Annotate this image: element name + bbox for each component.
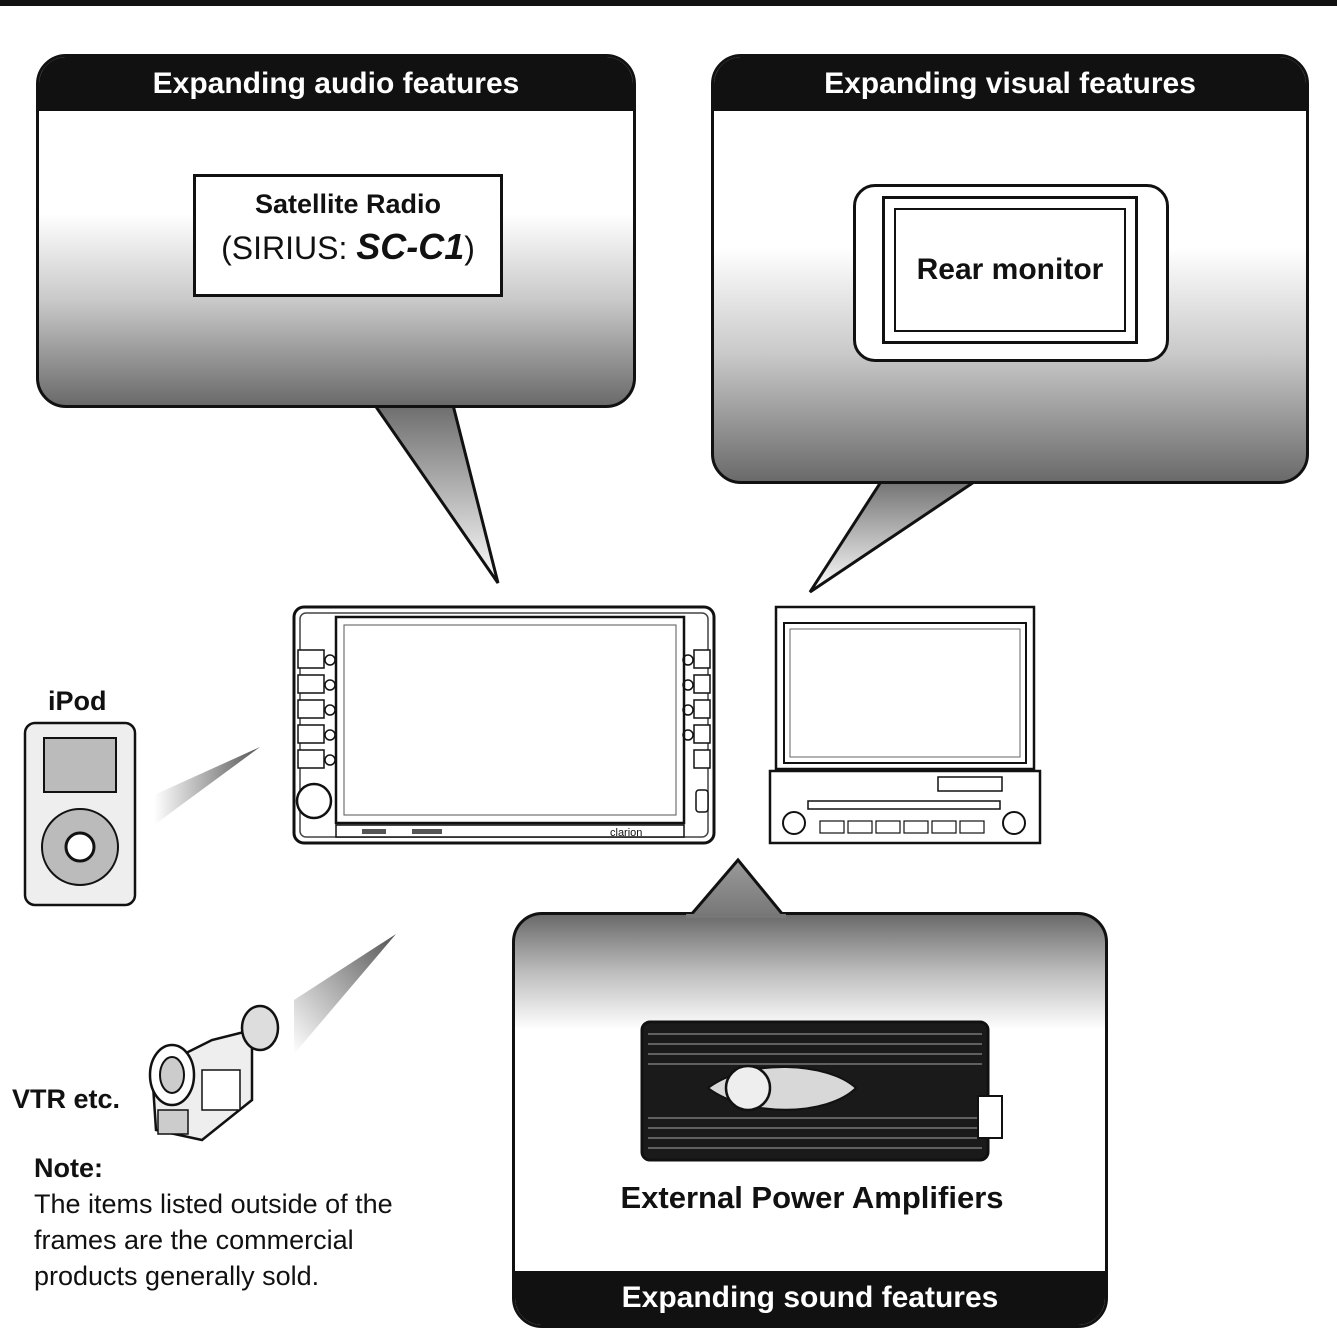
note-line: frames are the commercial [34,1225,354,1255]
rear-monitor-device: Rear monitor [853,184,1169,362]
satellite-radio-box: Satellite Radio (SIRIUS: SC-C1) [193,174,503,297]
note-line: The items listed outside of the [34,1189,393,1219]
sound-callout-pointer [686,857,786,918]
audio-features-title: Expanding audio features [39,57,633,111]
visual-callout-pointer [808,472,991,594]
note-line: products generally sold. [34,1261,320,1291]
rear-monitor-bezel: Rear monitor [882,196,1138,344]
audio-callout-pointer [369,399,500,584]
sound-features-title: Expanding sound features [515,1271,1105,1325]
note-body: The items listed outside of the frames a… [34,1186,454,1294]
head-unit-illustration: clarion [292,605,716,845]
satellite-radio-label: Satellite Radio [254,189,442,219]
satellite-model: SC-C1 [356,226,465,267]
amplifier-icon [640,1020,1003,1162]
vtr-label: VTR etc. [12,1084,121,1114]
visual-features-title: Expanding visual features [714,57,1306,111]
amplifier-label: External Power Amplifiers [620,1180,1004,1215]
rear-monitor-label: Rear monitor [916,253,1104,286]
satellite-prefix: (SIRIUS: [221,230,357,266]
rear-monitor-screen: Rear monitor [894,208,1126,332]
ipod-label: iPod [48,686,107,716]
top-rule [0,0,1337,6]
ipod-icon [23,721,137,907]
camcorder-connection-beam [294,934,396,1054]
note-title: Note: [34,1153,103,1183]
ipod-connection-beam [154,747,260,825]
head-unit-brand: clarion [610,827,642,839]
satellite-suffix: ) [464,230,475,266]
satellite-radio-model-line: (SIRIUS: SC-C1) [196,226,500,268]
flipup-head-unit-illustration [768,605,1042,845]
audio-features-callout: Expanding audio features [36,54,636,408]
camcorder-icon [148,1004,280,1142]
